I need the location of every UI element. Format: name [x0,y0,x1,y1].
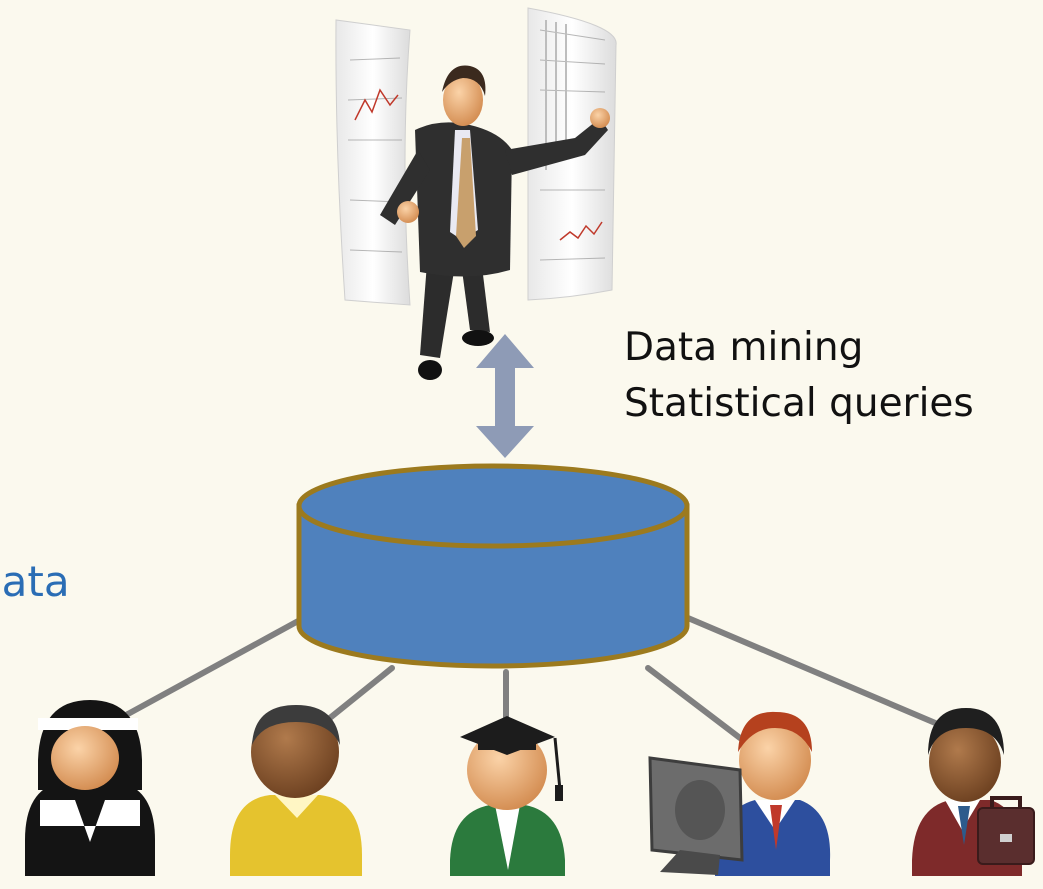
user-yellow-shirt-icon [230,705,362,876]
left-partial-label: lata [0,557,70,606]
database-icon [296,463,690,669]
connector-line-1 [92,617,303,735]
connector-lines [92,615,943,745]
user-nun-icon [25,700,155,876]
data-mining-label: Data mining [624,325,864,370]
bidirectional-arrow-icon [476,334,534,458]
user-graduate-icon [450,716,565,876]
connector-line-5 [685,615,943,728]
analyst-with-charts-image [335,7,617,380]
statistical-queries-label: Statistical queries [624,381,974,426]
user-businessman-icon [912,708,1035,876]
connector-line-4 [645,665,743,741]
user-computer-operator-icon [648,711,831,876]
